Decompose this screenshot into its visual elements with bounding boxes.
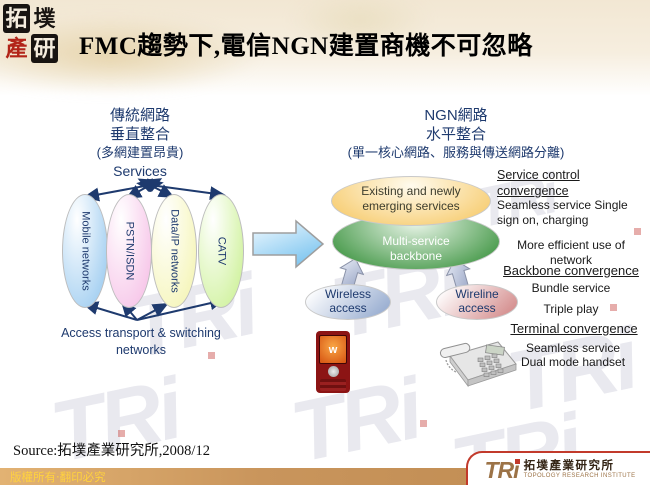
red-square-watermark — [208, 352, 215, 359]
page-title: FMC趨勢下,電信NGN建置商機不可忽略 — [79, 33, 533, 60]
ellipse-data-ip: Data/IP networks — [151, 194, 197, 308]
tri-watermark: TRi — [283, 360, 428, 482]
copyright-text: 版權所有‧翻印必究 — [10, 472, 106, 484]
map-watermark — [290, 0, 430, 50]
anno-triple-play: Triple play — [543, 302, 599, 316]
tri-wordmark-text: TRi — [484, 456, 520, 483]
transition-arrow-icon — [252, 219, 325, 269]
header-band — [0, 0, 650, 96]
mobile-phone-icon: ᴡ — [316, 331, 350, 393]
ellipse-catv: CATV — [198, 194, 244, 308]
source-citation: Source:拓墣產業研究所,2008/12 — [13, 443, 210, 459]
tri-footer-logo: TRi 拓墣產業研究所 TOPOLOGY RESEARCH INSTITUTE — [466, 451, 650, 485]
wireline-label: Wireline access — [455, 287, 499, 315]
left-arrows-icon — [82, 178, 226, 321]
anno-bundle-service: Bundle service — [531, 281, 611, 295]
anno-service-control-convergence: Service control convergence — [497, 168, 580, 198]
services-label: Services — [113, 163, 167, 179]
anno-terminal-convergence: Terminal convergence — [510, 321, 638, 336]
tri-seal-logo: 拓 墣 產 研 — [3, 4, 58, 63]
left-subtitle: (多網建置昂貴) — [96, 145, 184, 160]
anno-dual-mode-handset: Dual mode handset — [520, 355, 626, 369]
seal-char: 拓 — [3, 4, 30, 33]
anno-backbone-convergence: Backbone convergence — [503, 263, 639, 278]
right-title-line1: NGN網路 — [424, 107, 488, 124]
red-square-watermark — [118, 430, 125, 437]
tri-logo-text: 拓墣產業研究所 TOPOLOGY RESEARCH INSTITUTE — [523, 459, 636, 480]
anno-seamless-single-signon: Seamless service Single sign on, chargin… — [497, 198, 628, 227]
access-transport-label: Access transport & switching networks — [61, 326, 221, 357]
services-ellipse-label: Existing and newly emerging services — [361, 184, 461, 213]
tri-red-dot-icon — [514, 458, 520, 464]
ellipse-label: PSTN/ISDN — [123, 221, 136, 281]
tri-logo-zh: 拓墣產業研究所 — [523, 459, 615, 472]
phone-dpad — [327, 366, 339, 377]
phone-keypad — [320, 379, 346, 391]
ellipse-label: CATV — [215, 236, 228, 266]
seal-char: 產 — [5, 36, 28, 61]
anno-seamless-service: Seamless service — [525, 341, 621, 355]
ellipse-wireless-access: Wireless access — [305, 284, 391, 320]
left-title-line1: 傳統網路 — [109, 107, 170, 124]
left-title-line2: 垂直整合 — [109, 126, 170, 143]
left-diagram-header: 傳統網路 垂直整合 (多網建置昂貴) Services — [40, 106, 240, 180]
ellipse-mobile-networks: Mobile networks — [62, 194, 108, 308]
seal-char: 研 — [31, 34, 58, 63]
ellipse-label: Mobile networks — [79, 211, 92, 291]
red-square-watermark — [610, 304, 617, 311]
tri-watermark: TRi — [43, 360, 188, 482]
ellipse-label: Data/IP networks — [168, 209, 181, 293]
anno-more-efficient-network: More efficient use of network — [517, 238, 625, 267]
wireless-label: Wireless access — [324, 287, 371, 315]
tri-wordmark: TRi — [484, 456, 520, 484]
red-square-watermark — [634, 228, 641, 235]
red-square-watermark — [420, 420, 427, 427]
ellipse-emerging-services: Existing and newly emerging services — [331, 176, 491, 226]
right-diagram-header: NGN網路 水平整合 (單一核心網路、服務與傳送網路分離) — [322, 106, 590, 162]
tri-logo-en: TOPOLOGY RESEARCH INSTITUTE — [523, 473, 636, 480]
backbone-label: Multi-service backbone — [382, 234, 450, 263]
ellipse-pstn-isdn: PSTN/ISDN — [106, 194, 152, 308]
desk-phone-icon — [439, 341, 517, 388]
right-title-line2: 水平整合 — [425, 126, 486, 143]
ellipse-wireline-access: Wireline access — [436, 284, 518, 320]
seal-char: 墣 — [33, 6, 56, 31]
right-subtitle: (單一核心網路、服務與傳送網路分離) — [347, 145, 565, 160]
phone-screen: ᴡ — [319, 335, 347, 364]
